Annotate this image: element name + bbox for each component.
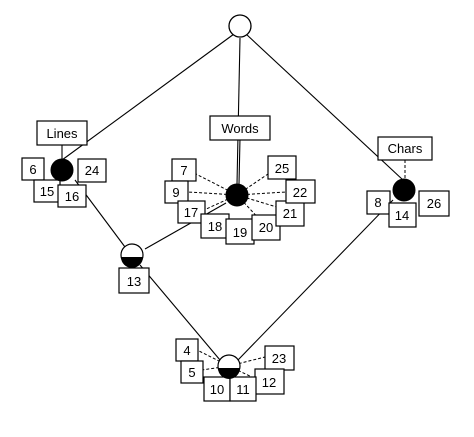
- obj-label-18: 18: [208, 219, 222, 234]
- node-bottom: 4 5 23 12 10 11: [175, 338, 295, 402]
- obj-label-10: 10: [210, 382, 224, 397]
- obj-box-11: [229, 376, 257, 402]
- obj-box-5: [180, 360, 204, 384]
- obj-label-24: 24: [85, 163, 99, 178]
- obj-box-14: [388, 202, 417, 228]
- obj-label-12: 12: [262, 375, 276, 390]
- obj-label-7: 7: [180, 163, 187, 178]
- obj-label-23: 23: [272, 351, 286, 366]
- obj-box-16: [57, 184, 87, 208]
- attach-words-9: [187, 191, 238, 196]
- label-lines: Lines: [46, 126, 78, 141]
- attach-words-22: [236, 191, 287, 196]
- node-chars: Chars 8 14 26: [366, 136, 450, 228]
- edge-top-lines: [61, 33, 235, 161]
- obj-box-23: [264, 345, 295, 371]
- obj-box-22: [285, 179, 316, 204]
- node-top: [228, 14, 252, 38]
- obj-label-17: 17: [184, 205, 198, 220]
- obj-label-22: 22: [293, 185, 307, 200]
- node-chars-circle: [392, 178, 416, 202]
- obj-label-20: 20: [259, 220, 273, 235]
- obj-box-21: [275, 200, 305, 227]
- lattice-edges: [61, 33, 404, 361]
- obj-box-17: [177, 200, 206, 224]
- label-chars: Chars: [388, 141, 423, 156]
- obj-label-14: 14: [395, 208, 409, 223]
- obj-label-6: 6: [29, 162, 36, 177]
- obj-label-5: 5: [188, 365, 195, 380]
- obj-box-25: [267, 155, 297, 180]
- obj-label-13: 13: [127, 274, 141, 289]
- obj-label-26: 26: [427, 196, 441, 211]
- edge-13-bottom: [139, 264, 221, 361]
- label-words-box: [209, 115, 271, 141]
- obj-box-10: [203, 376, 231, 402]
- obj-box-12: [254, 368, 285, 395]
- edge-words-13: [144, 202, 227, 250]
- label-words: Words: [221, 121, 259, 136]
- node-lines-words: 13: [118, 243, 150, 294]
- obj-box-9: [164, 180, 189, 204]
- connector-words-label: [238, 137, 241, 185]
- node-lines-circle: [50, 158, 74, 182]
- edge-top-words: [236, 37, 241, 185]
- obj-label-4: 4: [183, 343, 190, 358]
- edge-chars-bottom: [237, 199, 394, 361]
- obj-label-15: 15: [40, 184, 54, 199]
- obj-label-16: 16: [65, 189, 79, 204]
- node-lines-words-half-fill: [121, 257, 143, 268]
- obj-box-20: [251, 214, 281, 241]
- node-lines: Lines 6 15 16 24: [21, 120, 107, 208]
- obj-box-18: [200, 213, 230, 239]
- label-connectors: [61, 137, 406, 185]
- obj-label-21: 21: [283, 206, 297, 221]
- obj-label-8: 8: [374, 195, 381, 210]
- node-top-circle: [228, 14, 252, 38]
- obj-box-19: [225, 218, 255, 245]
- edge-top-chars: [245, 33, 404, 181]
- obj-box-6: [21, 157, 45, 181]
- node-words: Words 7 9 17 18 19 20 21 22 25: [164, 115, 316, 245]
- obj-label-19: 19: [233, 225, 247, 240]
- obj-box-24: [77, 158, 107, 183]
- obj-label-25: 25: [275, 161, 289, 176]
- node-bottom-half-fill: [218, 368, 240, 379]
- node-words-circle: [225, 183, 249, 207]
- label-lines-box: [36, 120, 88, 146]
- attach-bottom-5: [201, 365, 230, 371]
- obj-label-11: 11: [236, 382, 250, 397]
- label-chars-box: [377, 136, 433, 161]
- obj-box-26: [418, 190, 450, 217]
- obj-label-9: 9: [172, 185, 179, 200]
- obj-box-13: [118, 267, 150, 294]
